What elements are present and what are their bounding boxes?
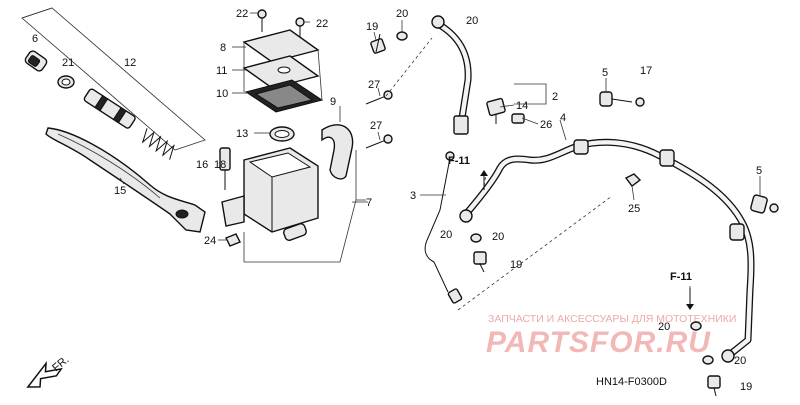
callout-5: 5	[756, 165, 762, 177]
callout-26: 26	[540, 119, 552, 131]
leader-lines	[218, 12, 761, 241]
ref-f11-upper: F-11	[448, 155, 488, 190]
callout-9: 9	[330, 96, 336, 108]
callout-8: 8	[220, 42, 226, 54]
callout-2: 2	[552, 91, 558, 103]
piston	[83, 88, 136, 129]
callout-16: 16	[196, 159, 208, 171]
callout-18: 18	[214, 159, 226, 171]
brake-lever	[45, 127, 206, 233]
callout-20: 20	[492, 231, 504, 243]
clip-bolt	[624, 173, 642, 187]
callout-17: 17	[640, 65, 652, 77]
hose-joint	[486, 97, 525, 124]
callout-15: 15	[114, 185, 126, 197]
handlebar-clamp	[321, 124, 354, 180]
master-cylinder	[219, 90, 393, 263]
brake-switch	[219, 147, 231, 190]
lower-brake-hose	[459, 138, 755, 363]
callout-20: 20	[466, 15, 478, 27]
callout-21: 21	[62, 57, 74, 69]
callout-27: 27	[370, 120, 382, 132]
callout-12: 12	[124, 57, 136, 69]
callout-24: 24	[204, 235, 216, 247]
watermark: ЗАПЧАСТИ И АКСЕССУАРЫ ДЛЯ МОТОТЕХНИКИ PA…	[486, 313, 736, 359]
callouts: 22 22 6 19 20 20 21 12 8 11 10 27 2 5 17…	[32, 8, 762, 393]
callout-7: 7	[366, 197, 372, 209]
callout-19: 19	[510, 259, 522, 271]
callout-22: 22	[236, 8, 248, 20]
callout-5: 5	[602, 67, 608, 79]
reservoir-cap-stack	[242, 9, 324, 142]
banjo-bolt-mid	[470, 233, 487, 273]
callout-22: 22	[316, 18, 328, 30]
ref-label: F-11	[448, 155, 470, 167]
spring	[141, 128, 175, 160]
watermark-caption: ЗАПЧАСТИ И АКСЕССУАРЫ ДЛЯ МОТОТЕХНИКИ	[488, 313, 736, 325]
callout-25: 25	[628, 203, 640, 215]
reservoir-cap	[242, 29, 320, 63]
callout-10: 10	[216, 88, 228, 100]
dust-boot	[24, 50, 48, 72]
brake-pipe	[424, 151, 463, 304]
ref-f11-lower: F-11	[670, 271, 694, 310]
callout-19: 19	[366, 21, 378, 33]
banjo-bolt-bottom	[690, 321, 721, 397]
ref-label: F-11	[670, 271, 692, 283]
callout-4: 4	[560, 112, 566, 124]
cap-screw-left	[257, 9, 267, 32]
callout-19: 19	[740, 381, 752, 393]
hose-clip-lower	[750, 194, 779, 214]
lever-bracket	[221, 195, 245, 227]
callout-20: 20	[734, 355, 746, 367]
lever-assembly	[21, 7, 206, 233]
callout-11: 11	[216, 65, 227, 77]
callout-20: 20	[440, 229, 452, 241]
callout-20: 20	[396, 8, 408, 20]
watermark-logo: PARTSFOR.RU	[486, 326, 711, 359]
banjo-bolt-top	[370, 33, 386, 54]
upper-brake-hose	[370, 15, 547, 135]
sealing-washer-top	[396, 31, 408, 41]
callout-20: 20	[658, 321, 670, 333]
clamp-bolt-lower	[365, 134, 393, 149]
callout-13: 13	[236, 128, 248, 140]
front-direction-marker: FR.	[26, 354, 72, 388]
callout-3: 3	[410, 190, 416, 202]
clamp-bolt-upper	[365, 90, 393, 105]
callout-6: 6	[32, 33, 38, 45]
lever-nut	[225, 233, 241, 247]
hose-clip-upper	[599, 91, 645, 107]
seal-ring	[269, 126, 295, 142]
callout-27: 27	[368, 79, 380, 91]
callout-14: 14	[516, 100, 528, 112]
diagram-code: HN14-F0300D	[596, 376, 667, 388]
